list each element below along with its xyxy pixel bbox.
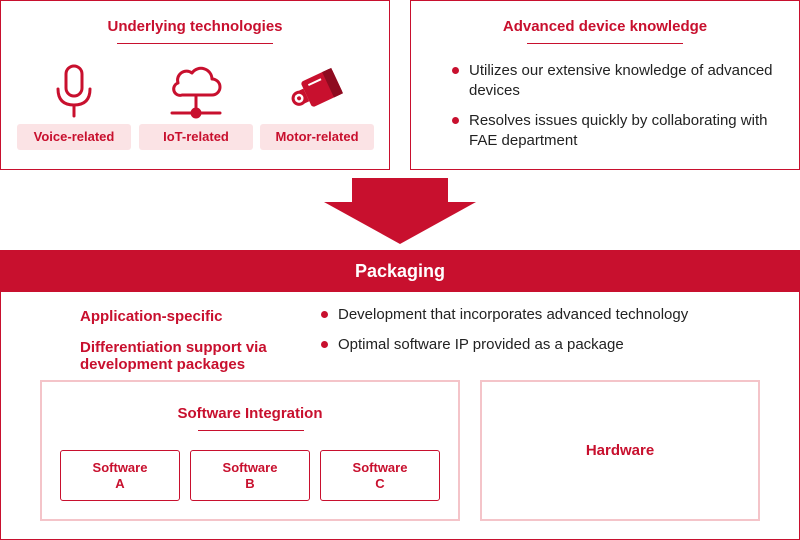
device-knowledge-title: Advanced device knowledge bbox=[502, 18, 708, 35]
title-underline bbox=[198, 430, 304, 431]
iot-related-tag: IoT-related bbox=[139, 124, 253, 150]
software-box-label: Software bbox=[352, 460, 408, 475]
feature-application-specific: Application-specific bbox=[80, 308, 223, 325]
knowledge-bullet: Resolves issues quickly by collaborating… bbox=[449, 111, 789, 151]
motor-icon bbox=[260, 61, 374, 121]
software-box-label: Software bbox=[222, 460, 278, 475]
packaging-bullet: Development that incorporates advanced t… bbox=[318, 305, 788, 325]
microphone-icon bbox=[17, 61, 131, 121]
packaging-bullet: Optimal software IP provided as a packag… bbox=[318, 335, 788, 355]
software-a-box: Software A bbox=[60, 450, 180, 501]
knowledge-bullet-list: Utilizes our extensive knowledge of adva… bbox=[449, 61, 789, 161]
device-knowledge-panel: Advanced device knowledge Utilizes our e… bbox=[410, 0, 800, 170]
voice-related-item: Voice-related bbox=[17, 61, 131, 151]
software-integration-panel: Software Integration Software A Software… bbox=[40, 380, 460, 521]
software-integration-title: Software Integration bbox=[177, 405, 323, 422]
underlying-technologies-panel: Underlying technologies Voice-related Io… bbox=[0, 0, 390, 170]
title-underline bbox=[527, 43, 683, 44]
cloud-network-icon bbox=[139, 61, 253, 121]
iot-related-item: IoT-related bbox=[139, 61, 253, 151]
software-box-letter: C bbox=[375, 476, 385, 491]
title-underline bbox=[117, 43, 273, 44]
software-box-letter: A bbox=[115, 476, 125, 491]
underlying-technologies-title: Underlying technologies bbox=[107, 18, 283, 35]
hardware-title: Hardware bbox=[585, 442, 655, 459]
software-c-box: Software C bbox=[320, 450, 440, 501]
software-box-label: Software bbox=[92, 460, 148, 475]
feature-differentiation-support: Differentiation support via development … bbox=[80, 339, 267, 373]
hardware-panel: Hardware bbox=[480, 380, 760, 521]
voice-related-tag: Voice-related bbox=[17, 124, 131, 150]
packaging-bullet-list: Development that incorporates advanced t… bbox=[318, 305, 788, 365]
motor-related-tag: Motor-related bbox=[260, 124, 374, 150]
software-b-box: Software B bbox=[190, 450, 310, 501]
packaging-header: Packaging bbox=[0, 250, 800, 292]
down-arrow-icon bbox=[324, 178, 476, 244]
software-box-letter: B bbox=[245, 476, 255, 491]
knowledge-bullet: Utilizes our extensive knowledge of adva… bbox=[449, 61, 789, 101]
motor-related-item: Motor-related bbox=[260, 61, 374, 151]
